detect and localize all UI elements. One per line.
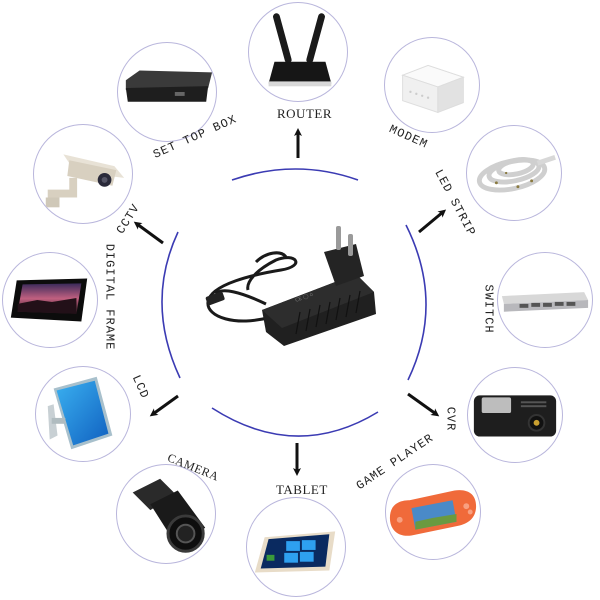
device-cctv [33,124,133,224]
lcd-monitor-icon [47,376,113,450]
device-lcd [35,366,131,462]
device-switch [497,252,593,348]
device-router [248,2,348,102]
device-game-player [385,464,481,560]
label-cvr: CVR [443,406,458,432]
device-modem [384,37,480,133]
device-cvr [467,367,563,463]
device-digital-frame [2,252,98,348]
cctv-camera-icon [45,154,125,208]
router-icon [268,13,332,87]
arrow-led-strip [418,209,447,234]
power-adapter-icon: CE ◯ ⌂ [205,226,376,346]
digital-frame-icon [10,278,88,322]
camera-icon [132,478,206,553]
game-console-icon [389,490,477,536]
device-set-top-box [117,42,217,142]
central-ring [161,168,427,437]
label-router: ROUTER [277,106,332,121]
device-tablet [246,497,346,597]
arrow-cctv [133,221,164,245]
arrow-lcd [149,394,179,417]
device-led-strip [466,125,562,221]
dash-cam-icon [473,395,557,437]
label-switch: SWITCH [481,284,496,334]
device-camera [116,464,216,564]
label-tablet: TABLET [276,482,328,497]
set-top-box-icon [125,70,213,102]
arrow-cvr [407,392,440,417]
arrows [133,128,447,476]
network-switch-icon [501,292,589,312]
tablet-icon [254,531,336,573]
label-digital-frame: DIGITAL FRAME [102,243,117,351]
led-strip-icon [476,155,556,193]
modem-icon [401,64,465,114]
